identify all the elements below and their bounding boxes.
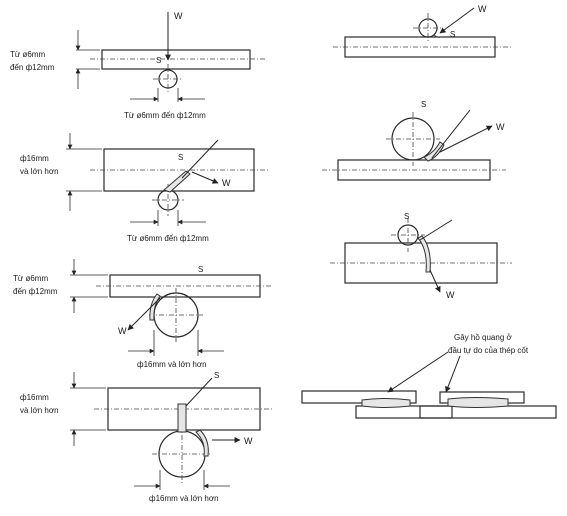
w-label: W <box>478 4 487 14</box>
r2-left-label-1: ф16mm <box>20 154 49 163</box>
note-leader <box>387 351 449 393</box>
r2-left-label-2: và lớn hơn <box>20 167 59 176</box>
panel-r1-right: W S <box>333 4 512 58</box>
weld-bead-side <box>195 429 209 457</box>
s-label: S <box>156 56 161 65</box>
w-label: W <box>174 11 183 21</box>
weld-bead <box>417 235 431 273</box>
weld-bead-vertical <box>177 403 187 433</box>
r2-bottom-label: Từ ø6mm đến ф12mm <box>127 234 209 243</box>
w-label: W <box>222 178 231 188</box>
s-label: S <box>421 100 426 109</box>
panel-r2-left: W S ф16mm và lớn hơn Từ ø6mm đến ф12mm <box>20 133 268 243</box>
note-line-1: Gây hồ quang ở <box>454 333 512 342</box>
bar-horizontal <box>101 49 251 70</box>
weld-bead <box>361 398 411 408</box>
r3-bottom-label: ф16mm và lớn hơn <box>137 360 207 369</box>
note-line-2: đầu tự do của thép cốt <box>448 346 529 355</box>
weld-direction-arrow <box>191 171 219 184</box>
s-label: S <box>178 153 183 162</box>
bar-lower <box>419 405 557 419</box>
electrode-line <box>181 139 219 179</box>
weld-direction-arrow <box>439 7 475 34</box>
w-label: W <box>496 122 505 132</box>
s-label: S <box>198 265 203 274</box>
w-label: W <box>118 326 127 336</box>
r3-left-label-2: đến ф12mm <box>13 287 58 296</box>
r4-bottom-label: ф16mm và lớn hơn <box>149 494 219 503</box>
w-label: W <box>446 290 455 300</box>
bar-upper <box>301 390 417 404</box>
electrode-line <box>419 219 453 241</box>
panel-r4-right: Gây hồ quang ở đầu tự do của thép cốt <box>301 333 557 419</box>
weld-direction-arrow <box>429 269 441 293</box>
note-leader <box>445 355 461 393</box>
s-label: S <box>450 30 455 39</box>
r1-left-label-2: đến ф12mm <box>10 63 55 72</box>
r3-left-label-1: Từ ø6mm <box>13 274 48 283</box>
panel-r1-left: W S Từ ø6mm đến ф12mm Từ ø6mm đến ф12mm <box>10 11 265 120</box>
bar-lower <box>355 405 453 419</box>
weld-bead <box>149 293 161 321</box>
r1-bottom-label: Từ ø6mm đến ф12mm <box>124 111 206 120</box>
panel-r3-right: W S <box>330 212 512 300</box>
weld-bead <box>447 397 509 408</box>
electrode-line <box>185 377 213 407</box>
panel-r2-right: W S <box>322 100 506 181</box>
weld-bead <box>423 141 445 162</box>
panel-r4-left: W S ф16mm và lớn hơn ф16mm và lớn hơn <box>20 371 272 503</box>
r4-left-label-1: ф16mm <box>20 393 49 402</box>
weld-bead <box>433 34 441 38</box>
weld-direction-arrow <box>127 297 161 331</box>
electrode-line <box>431 109 471 159</box>
s-label: S <box>404 212 409 221</box>
panel-r3-left: W S Từ ø6mm đến ф12mm ф16mm và lớn hơn <box>13 259 272 369</box>
s-label: S <box>214 371 219 380</box>
w-label: W <box>244 436 253 446</box>
r1-left-label-1: Từ ø6mm <box>10 50 45 59</box>
r4-left-label-2: và lớn hơn <box>20 406 59 415</box>
weld-direction-arrow <box>439 125 493 153</box>
